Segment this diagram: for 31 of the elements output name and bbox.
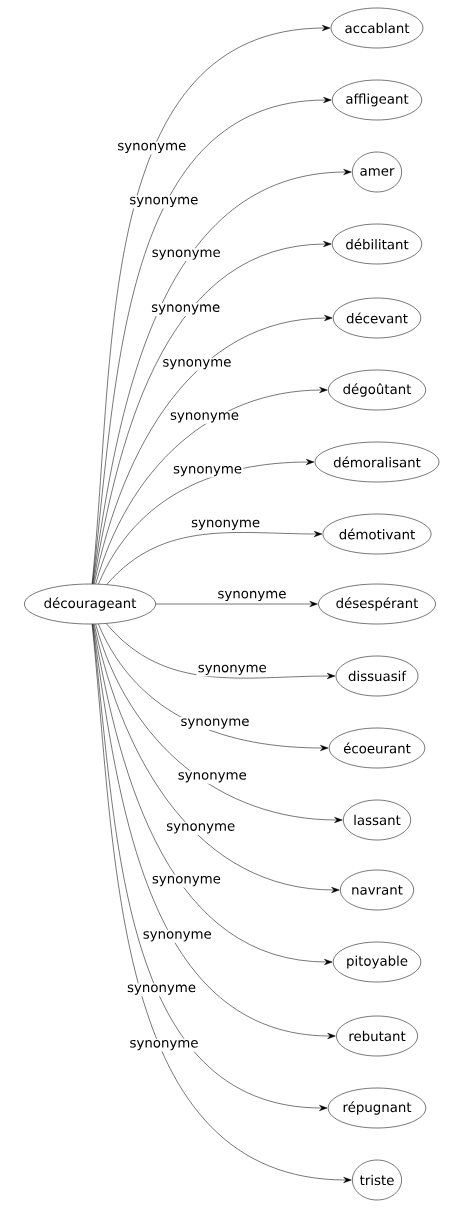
edge-label: synonyme <box>171 464 244 478</box>
edge-label: synonyme <box>150 248 223 262</box>
edge-label: synonyme <box>125 983 198 997</box>
edge-label: synonyme <box>164 821 237 835</box>
edge-label: synonyme <box>189 518 262 532</box>
arrow <box>93 241 332 585</box>
edge-label: synonyme <box>179 717 251 730</box>
arrow <box>95 623 343 823</box>
arrow <box>98 623 329 751</box>
arrow <box>95 387 328 585</box>
arrow <box>92 169 352 585</box>
edge-label: synonyme <box>150 874 223 888</box>
arrow <box>98 459 315 585</box>
edge-label: synonyme <box>128 195 200 209</box>
edge-label: synonyme <box>216 589 288 603</box>
arrow <box>155 601 318 607</box>
edge-label: synonyme <box>128 1038 200 1052</box>
arrow <box>92 624 336 1040</box>
edge-label: synonyme <box>115 141 188 155</box>
arrow <box>93 624 333 965</box>
edge-label: synonyme <box>161 357 233 371</box>
edge-label: synonyme <box>141 929 214 943</box>
edge-label: synonyme <box>149 303 222 316</box>
arrow <box>106 531 323 585</box>
edge-label: synonyme <box>168 410 241 424</box>
arrow <box>106 623 336 679</box>
arrow <box>93 315 333 585</box>
edge-label: synonyme <box>196 663 269 677</box>
arrow <box>91 624 352 1184</box>
arrow <box>93 623 340 893</box>
edge-label: synonyme <box>176 770 249 784</box>
